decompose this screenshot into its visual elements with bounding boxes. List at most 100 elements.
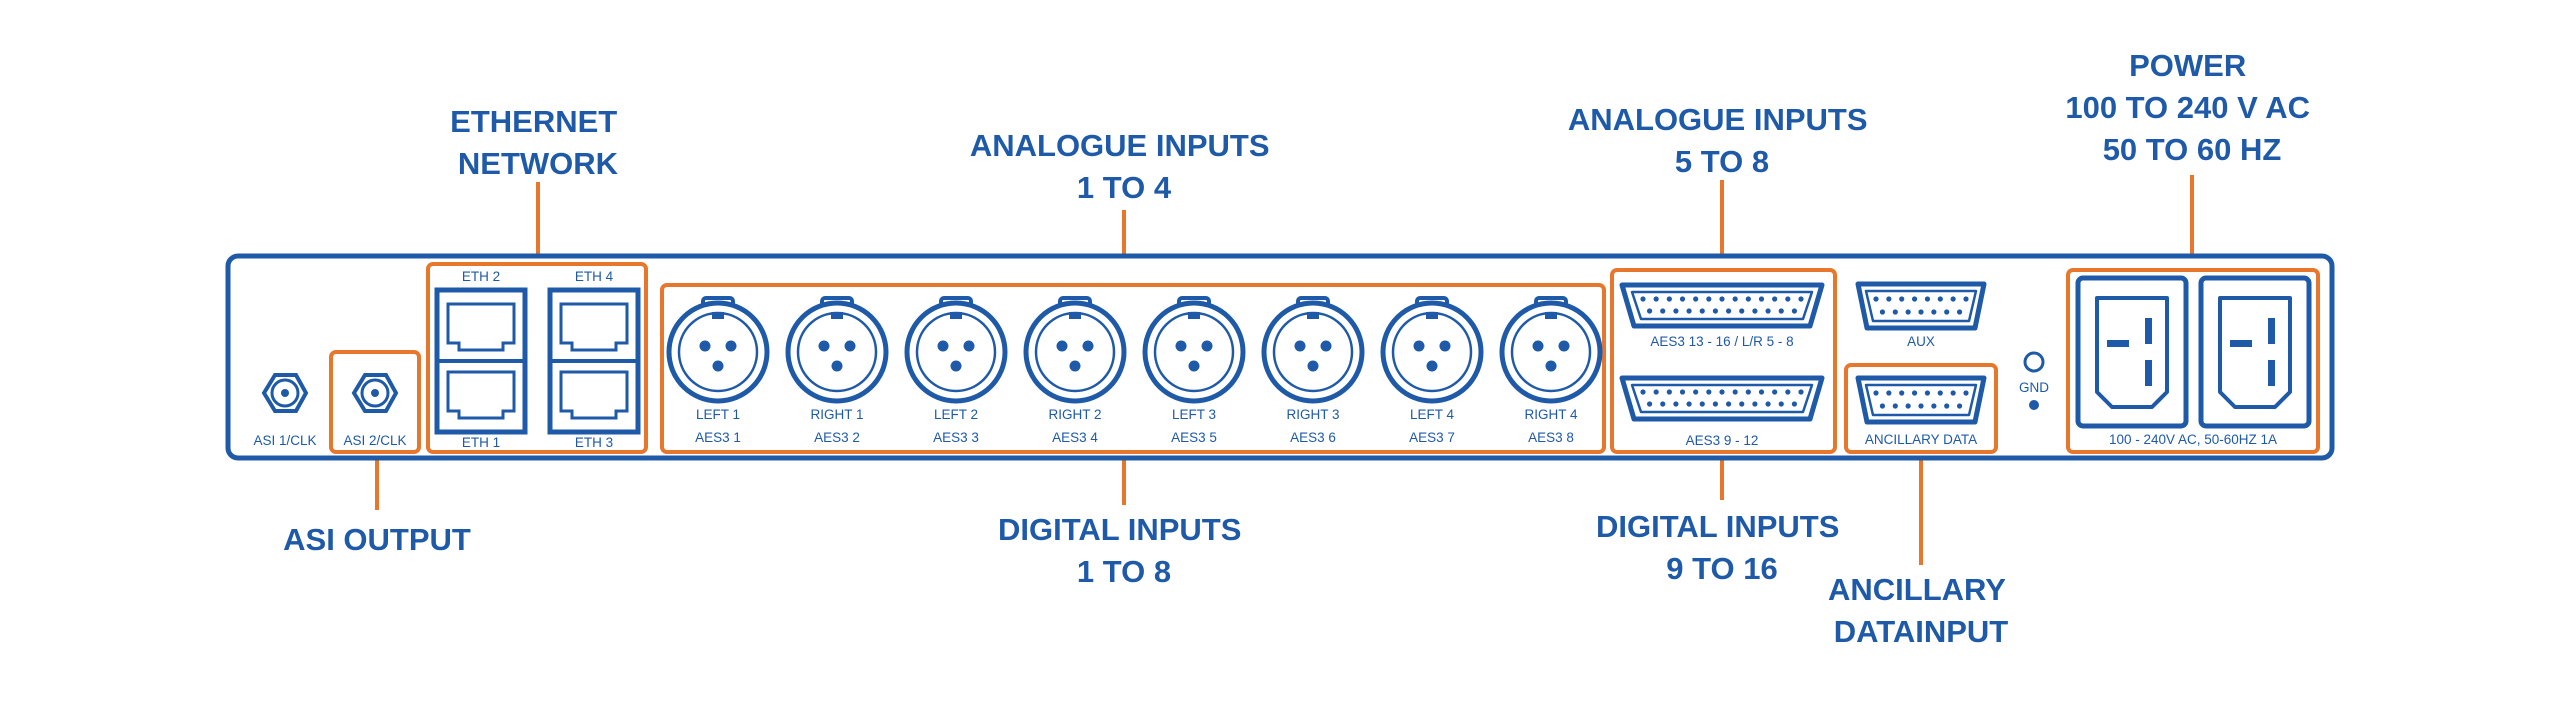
dsub-pin	[1712, 401, 1719, 407]
dsub-pin	[1725, 401, 1732, 407]
dsub-pin	[1905, 403, 1911, 409]
ethernet-network-label: ETHERNET NETWORK	[450, 104, 626, 181]
dsub-pin	[1765, 401, 1771, 407]
dsub-pin	[1937, 296, 1943, 302]
power-rating-label: 100 - 240V AC, 50-60HZ 1A	[2109, 432, 2277, 447]
dsub-pin	[1719, 389, 1725, 395]
dsub-pin	[1937, 390, 1943, 396]
dsub-pin	[1719, 296, 1725, 302]
xlr-aes-label: AES3 3	[933, 430, 979, 445]
xlr-box	[660, 283, 1606, 454]
eth-1-label: ETH 1	[462, 435, 500, 450]
dsub-pin	[1791, 401, 1798, 407]
dsub-pin	[1892, 403, 1898, 409]
dsub-pin	[1640, 389, 1646, 395]
power-socket-1	[2075, 275, 2189, 429]
asi-1-connector	[261, 373, 309, 413]
gnd-dot	[2029, 400, 2039, 410]
asi-2-connector	[351, 373, 399, 413]
xlr-connector	[785, 296, 889, 404]
dsub-pin	[1752, 308, 1758, 314]
dsub-pin	[1745, 389, 1751, 395]
dsub-pin	[1739, 308, 1745, 314]
power-socket-2	[2198, 275, 2312, 429]
dsub-pin	[1798, 296, 1804, 302]
dsub-pin	[1679, 296, 1686, 302]
asi-output-box	[329, 350, 421, 454]
dsub-pin	[1879, 403, 1886, 409]
dsub-pin	[1944, 309, 1950, 315]
aux-connector	[1855, 281, 1987, 331]
xlr-connector	[1142, 296, 1246, 404]
dsub-pin	[1886, 390, 1892, 396]
gnd-label: GND	[2019, 380, 2049, 395]
xlr-connector	[666, 296, 770, 404]
ethernet-ports	[434, 287, 641, 435]
dsub-pin	[1899, 390, 1905, 396]
xlr-aes-label: AES3 5	[1171, 430, 1217, 445]
dsub-pin	[1950, 390, 1956, 396]
dsub-pin	[1679, 389, 1686, 395]
eth-2-label: ETH 2	[462, 269, 500, 284]
xlr-aes-label: AES3 1	[695, 430, 741, 445]
dsub-pin	[1732, 389, 1738, 395]
dsub-pin	[1699, 401, 1705, 407]
dsub-pin	[1899, 296, 1905, 302]
dsub-pin	[1712, 308, 1719, 314]
dsub-box	[1610, 268, 1837, 454]
dsub-pin	[1785, 389, 1791, 395]
dsub-pin	[1950, 296, 1956, 302]
dsub-pin	[1673, 401, 1679, 407]
dsub-top-connector	[1619, 282, 1825, 329]
dsub-pin	[1752, 401, 1758, 407]
xlr-aes-label: AES3 2	[814, 430, 860, 445]
dsub-pin	[1660, 308, 1666, 314]
xlr-connector	[1499, 296, 1603, 404]
dsub-pin	[1956, 403, 1963, 409]
dsub-pin	[1646, 308, 1653, 314]
dsub-pin	[1778, 401, 1784, 407]
asi-output-label: ASI OUTPUT	[283, 522, 471, 557]
dsub-pin	[1772, 389, 1778, 395]
dsub-pin	[1765, 308, 1771, 314]
xlr-channel-label: RIGHT 4	[1524, 407, 1578, 422]
digital-inputs-9-16-label: DIGITAL INPUTS 9 TO 16	[1596, 509, 1848, 586]
ancillary-data-label: ANCILLARY DATA	[1865, 432, 1977, 447]
xlr-aes-label: AES3 8	[1528, 430, 1574, 445]
dsub-pin	[1918, 403, 1924, 409]
dsub-pin	[1963, 296, 1969, 302]
xlr-channel-label: RIGHT 1	[810, 407, 863, 422]
dsub-pin	[1956, 309, 1963, 315]
dsub-pin	[1892, 309, 1898, 315]
dsub-pin	[1931, 309, 1937, 315]
dsub-pin	[1873, 296, 1879, 302]
dsub-pin	[1944, 403, 1950, 409]
dsub-pin	[1706, 389, 1712, 395]
dsub-pin	[1699, 308, 1705, 314]
callout-labels: ETHERNET NETWORK ANALOGUE INPUTS 1 TO 4 …	[283, 48, 2318, 649]
dsub-pin	[1686, 401, 1692, 407]
dsub-pin	[1963, 390, 1969, 396]
dsub-pin	[1653, 296, 1659, 302]
dsub-pin	[1911, 296, 1918, 302]
dsub-pin	[1798, 389, 1804, 395]
dsub-pin	[1739, 401, 1745, 407]
dsub-pin	[1879, 309, 1886, 315]
dsub-pin	[1666, 389, 1672, 395]
xlr-aes-label: AES3 4	[1052, 430, 1098, 445]
dsub-pin	[1931, 403, 1937, 409]
asi-2-label: ASI 2/CLK	[343, 433, 406, 448]
dsub-pin	[1732, 296, 1738, 302]
ethernet-box	[426, 262, 648, 454]
dsub-pin	[1666, 296, 1672, 302]
eth-4-label: ETH 4	[575, 269, 614, 284]
dsub-pin	[1653, 389, 1659, 395]
power-box	[2066, 268, 2320, 454]
xlr-channel-label: LEFT 1	[696, 407, 740, 422]
dsub-pin	[1918, 309, 1924, 315]
dsub-pin	[1646, 401, 1653, 407]
dsub-pin	[1745, 296, 1751, 302]
dsub-pin	[1673, 308, 1679, 314]
power-label: POWER 100 TO 240 V AC 50 TO 60 HZ	[2065, 48, 2318, 167]
